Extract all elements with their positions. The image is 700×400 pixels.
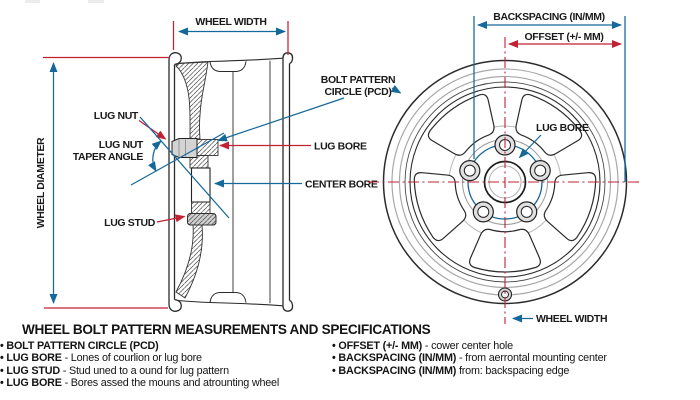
wheel-diameter-label: WHEEL DIAMETER xyxy=(35,137,47,228)
spec-item: BOLT PATTERN CIRCLE (PCD) xyxy=(0,340,332,352)
lug-hole xyxy=(516,201,538,223)
spec-item: LUG STUD - Stud uned to a ound for lug p… xyxy=(0,365,332,377)
wheel-width-callout-right: WHEEL WIDTH xyxy=(512,313,608,325)
pcd-pointer-left xyxy=(217,97,345,142)
lug-nut-label: LUG NUT xyxy=(94,110,139,122)
lug-nut-shape xyxy=(171,138,198,158)
taper-construction-line xyxy=(139,116,230,219)
pcd-callout: BOLT PATTERN CIRCLE (PCD) xyxy=(217,74,402,142)
spec-item: BACKSPACING (IN/MM) - from aerrontal mou… xyxy=(332,352,700,364)
wheel-width-label: WHEEL WIDTH xyxy=(195,16,266,28)
spec-item: LUG BORE - Lones of courlion or lug bore xyxy=(0,352,332,364)
offset-label: OFFSET (+/- MM) xyxy=(524,31,603,43)
cropped-text-remnant xyxy=(88,0,104,3)
lug-hole xyxy=(472,201,494,223)
spoke-windows xyxy=(407,87,603,273)
specs-heading: WHEEL BOLT PATTERN MEASUREMENTS AND SPEC… xyxy=(22,322,431,337)
lug-stud-callout: LUG STUD xyxy=(104,214,186,229)
offset-dimension: OFFSET (+/- MM) xyxy=(508,31,622,48)
spec-item: BACKSPACING (IN/MM) from: backspacing ed… xyxy=(332,365,700,377)
wheel-cross-section-diagram: WHEEL WIDTH WHEEL DIAMETER LUG NUT LUG N… xyxy=(35,16,402,312)
lug-nut-pointer xyxy=(138,119,167,140)
backspacing-label: BACKSPACING (IN/MM) xyxy=(493,11,605,23)
diagram-svg: WHEEL WIDTH WHEEL DIAMETER LUG NUT LUG N… xyxy=(35,11,640,333)
spec-item: OFFSET (+/- MM) - cower center hole xyxy=(332,340,700,352)
center-crosshairs xyxy=(368,37,640,333)
pcd-label-line2: CIRCLE (PCD) xyxy=(325,86,392,98)
taper-angle-label-line2: TAPER ANGLE xyxy=(73,151,144,163)
wheel-width-dimension: WHEEL WIDTH xyxy=(172,16,289,55)
specs-list-right: OFFSET (+/- MM) - cower center hole BACK… xyxy=(332,340,700,377)
pcd-pointer-right xyxy=(390,84,402,94)
lug-hole xyxy=(529,160,551,182)
specifications-section: WHEEL BOLT PATTERN MEASUREMENTS AND SPEC… xyxy=(0,322,700,390)
lug-hole xyxy=(459,160,481,182)
cropped-text-remnant xyxy=(25,0,40,3)
center-bore-label: CENTER BORE xyxy=(305,179,378,191)
center-bore-callout: CENTER BORE xyxy=(214,179,378,191)
taper-angle-arc xyxy=(148,140,162,172)
lug-holes xyxy=(459,134,551,223)
lug-stud-label: LUG STUD xyxy=(104,217,156,229)
wheel-disc-hatched-section xyxy=(175,61,219,299)
lug-bore-pointer xyxy=(518,134,542,159)
lug-bore-label: LUG BORE xyxy=(536,122,589,134)
lug-bore-callout-left: LUG BORE xyxy=(219,141,367,153)
lug-stud-pointer xyxy=(156,214,186,223)
lug-bore-callout-right: LUG BORE xyxy=(518,122,589,159)
lug-nut-callout: LUG NUT xyxy=(94,110,167,140)
rim-cross-section-outline xyxy=(168,52,294,312)
wheel-diameter-dimension: WHEEL DIAMETER xyxy=(35,56,170,309)
pcd-label-line1: BOLT PATTERN xyxy=(321,74,396,86)
taper-angle-label-line1: LUG NUT xyxy=(99,139,144,151)
wheel-width-label: WHEEL WIDTH xyxy=(536,313,607,324)
lug-bore-label: LUG BORE xyxy=(314,141,367,153)
taper-angle-callout: LUG NUT TAPER ANGLE xyxy=(73,116,230,219)
spec-item: LUG BORE - Bores assed the mouns and atr… xyxy=(0,377,332,389)
taper-construction-line xyxy=(130,132,225,186)
wheel-front-view-diagram: BACKSPACING (IN/MM) OFFSET (+/- MM) LUG … xyxy=(368,11,640,333)
specs-list-left: BOLT PATTERN CIRCLE (PCD) LUG BORE - Lon… xyxy=(0,340,332,390)
backspacing-dimension: BACKSPACING (IN/MM) xyxy=(477,11,622,29)
